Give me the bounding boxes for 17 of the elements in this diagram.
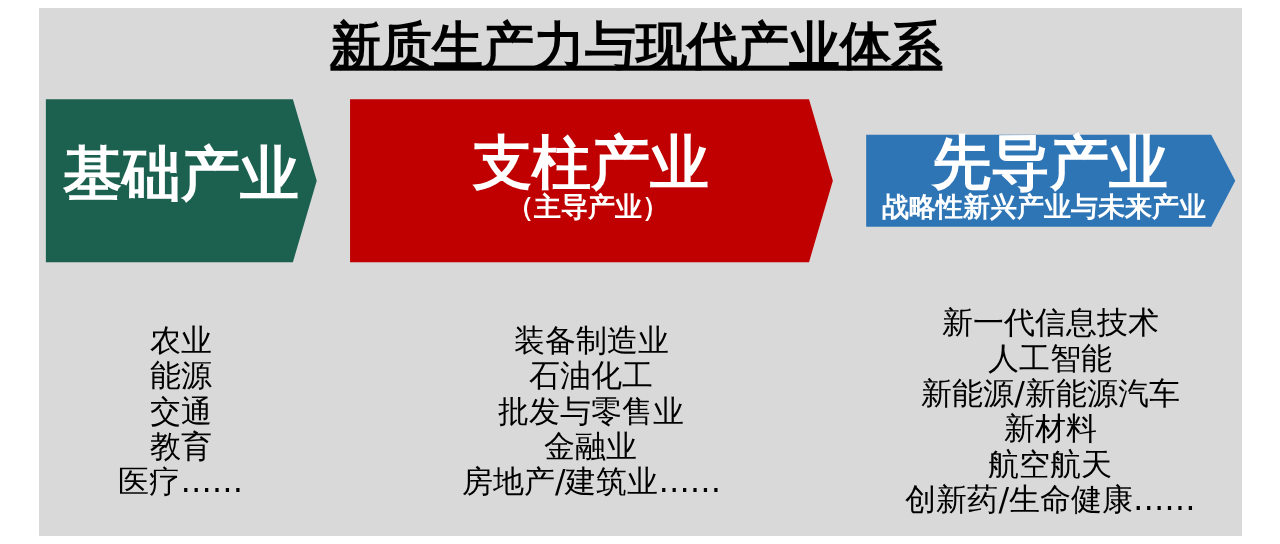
node-label: 房地产/建筑业…… — [461, 463, 721, 500]
node-label: 航空航天 — [987, 445, 1112, 482]
node-label: 教育 — [149, 428, 212, 465]
node-label: 石油化工 — [528, 357, 653, 394]
node-label: 医疗…… — [117, 463, 243, 500]
node-label: 新一代信息技术 — [941, 304, 1159, 341]
node-label: 金融业 — [543, 428, 637, 465]
node-label: 人工智能 — [987, 339, 1112, 376]
node-label: 能源 — [149, 357, 212, 394]
node-label: 创新药/生命健康…… — [904, 481, 1196, 518]
diagram-title: 新质生产力与现代产业体系 — [329, 15, 942, 75]
node-label: 新能源/新能源汽车 — [920, 375, 1180, 412]
node-label: 交通 — [149, 392, 212, 429]
node-label: 装备制造业 — [513, 322, 669, 359]
node-label: 新材料 — [1003, 410, 1097, 447]
node-label: 农业 — [149, 322, 212, 359]
node-label: 批发与零售业 — [497, 392, 684, 429]
